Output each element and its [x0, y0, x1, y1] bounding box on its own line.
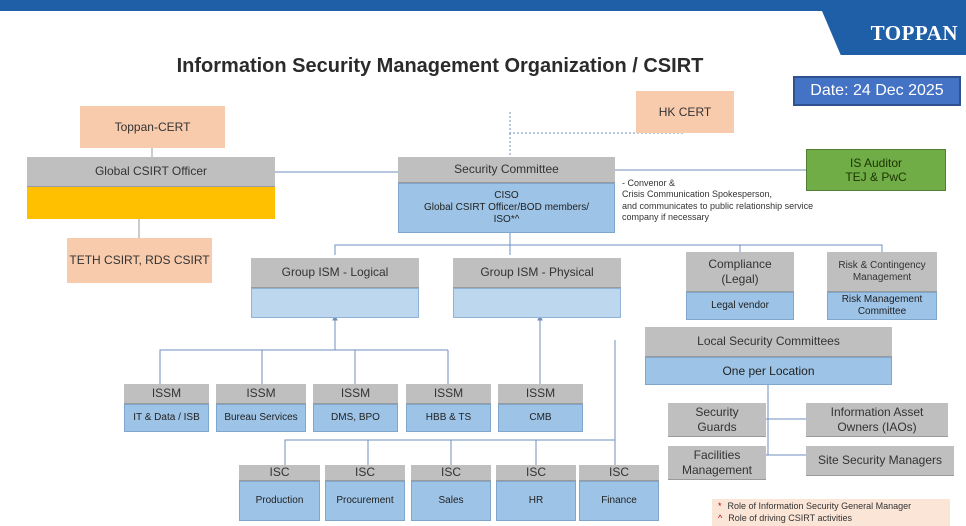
security-guards-box: Security Guards [668, 403, 766, 437]
legend-line-1: * Role of Information Security General Ma… [718, 501, 944, 513]
security-committee-members: CISO Global CSIRT Officer/BOD members/ I… [398, 183, 615, 233]
risk-sub: Risk Management Committee [827, 292, 937, 320]
isc-3-header: ISC [411, 465, 491, 481]
guards-line-2: Guards [697, 419, 737, 434]
teth-rds-csirt-box: TETH CSIRT, RDS CSIRT [67, 238, 212, 283]
legend-text-2: Role of driving CSIRT activities [728, 512, 852, 523]
toppan-cert-box: Toppan-CERT [80, 106, 225, 148]
sc-line-members: Global CSIRT Officer/BOD members/ [423, 202, 590, 213]
group-ism-logical-header: Group ISM - Logical [251, 258, 419, 288]
isc-4-sub: HR [496, 481, 576, 521]
issm-1-sub: IT & Data / ISB [124, 404, 209, 432]
sc-line-ciso: CISO [494, 190, 519, 201]
page-title: Information Security Management Organiza… [176, 55, 704, 77]
security-committee-header: Security Committee [398, 157, 615, 183]
site-security-box: Site Security Managers [806, 446, 954, 476]
note-line-4: company if necessary [622, 211, 710, 222]
risk-line-2: Management [852, 271, 912, 283]
isc-2-sub: Procurement [325, 481, 405, 521]
legend: * Role of Information Security General Ma… [712, 499, 950, 526]
compliance-header: Compliance (Legal) [686, 252, 794, 292]
note-line-1: - Convenor & [622, 178, 676, 188]
iao-line-2: Owners (IAOs) [837, 419, 917, 434]
note-line-3: and communicates to public relationship … [622, 200, 814, 211]
local-security-sub: One per Location [645, 357, 892, 385]
issm-4-sub: HBB & TS [406, 404, 491, 432]
issm-5-sub: CMB [498, 404, 583, 432]
isc-2-header: ISC [325, 465, 405, 481]
guards-line-1: Security [695, 405, 739, 420]
hk-cert-box: HK CERT [636, 91, 734, 133]
isc-5-header: ISC [579, 465, 659, 481]
legend-mark-1: * [718, 501, 722, 511]
issm-5-header: ISSM [498, 384, 583, 404]
note-line-2: Crisis Communication Spokesperson, [622, 189, 773, 200]
is-auditor-line-1: IS Auditor [849, 155, 903, 170]
top-brand-bar [0, 0, 966, 11]
legend-line-2: ^ Role of driving CSIRT activities [718, 513, 944, 525]
global-csirt-officer-header: Global CSIRT Officer [27, 157, 275, 187]
issm-3-header: ISSM [313, 384, 398, 404]
risk-sub-line-2: Committee [857, 306, 907, 317]
issm-2-sub: Bureau Services [216, 404, 306, 432]
legend-text-1: Role of Information Security General Man… [727, 501, 912, 511]
facilities-line-1: Facilities [693, 448, 741, 463]
iao-line-1: Information Asset [830, 405, 924, 420]
legend-mark-2: ^ [718, 512, 723, 523]
is-auditor-line-2: TEJ & PwC [845, 170, 907, 184]
compliance-line-1: Compliance [708, 257, 772, 272]
issm-3-sub: DMS, BPO [313, 404, 398, 432]
issm-4-header: ISSM [406, 384, 491, 404]
isc-1-sub: Production [239, 481, 320, 521]
logo-tab [822, 11, 966, 55]
sc-line-iso: ISO*^ [493, 214, 520, 225]
risk-line-1: Risk & Contingency [838, 259, 926, 271]
group-ism-physical-header: Group ISM - Physical [453, 258, 621, 288]
risk-header: Risk & Contingency Management [827, 252, 937, 292]
issm-1-header: ISSM [124, 384, 209, 404]
is-auditor-box: IS Auditor TEJ & PwC [806, 149, 946, 191]
facilities-line-2: Management [681, 462, 753, 477]
date-badge: Date: 24 Dec 2025 [793, 76, 961, 106]
isc-4-header: ISC [496, 465, 576, 481]
group-ism-physical-body [453, 288, 621, 318]
compliance-sub: Legal vendor [686, 292, 794, 320]
group-ism-logical-body [251, 288, 419, 318]
toppan-logo: TOPPAN [870, 20, 958, 45]
iao-box: Information Asset Owners (IAOs) [806, 403, 948, 437]
risk-sub-line-1: Risk Management [841, 294, 923, 305]
issm-2-header: ISSM [216, 384, 306, 404]
isc-5-sub: Finance [579, 481, 659, 521]
global-csirt-officer-body [27, 187, 275, 219]
isc-1-header: ISC [239, 465, 320, 481]
convenor-note: - Convenor & Crisis Communication Spokes… [622, 178, 862, 223]
facilities-box: Facilities Management [668, 446, 766, 480]
isc-3-sub: Sales [411, 481, 491, 521]
local-security-header: Local Security Committees [645, 327, 892, 357]
compliance-line-2: (Legal) [721, 271, 759, 286]
